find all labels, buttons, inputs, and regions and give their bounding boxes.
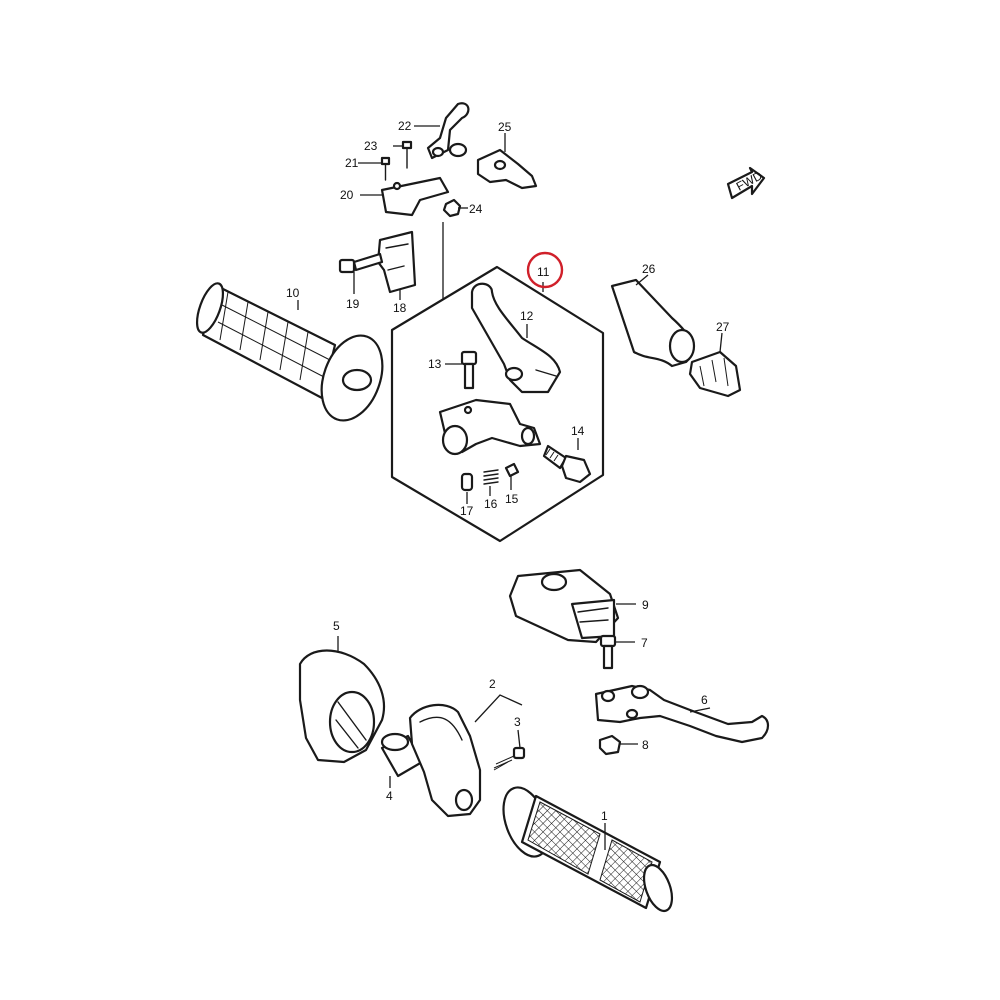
callout-18: 18 (393, 301, 407, 315)
throttle-housing-part-9 (508, 568, 620, 644)
callout-23: 23 (364, 139, 378, 153)
pin-part-17 (460, 472, 474, 492)
callout-12: 12 (520, 309, 534, 323)
callout-11: 11 (537, 265, 550, 279)
callout-5: 5 (333, 619, 340, 633)
callout-15: 15 (505, 492, 519, 506)
lever-cover-part-26 (610, 278, 696, 368)
callout-17: 17 (460, 504, 474, 518)
leader-lines (297, 125, 723, 850)
lever-assembly-outline (390, 265, 605, 543)
nut-part-24 (442, 198, 462, 218)
throttle-cover-part-5 (298, 649, 386, 764)
clamp-part-20 (380, 176, 450, 217)
callout-3: 3 (514, 715, 521, 729)
bolt-part-23 (401, 140, 413, 169)
adjuster-nut-part-27 (688, 350, 742, 398)
screw-part-3 (493, 746, 526, 771)
callout-24: 24 (469, 202, 483, 216)
callout-labels: 1 2 3 4 5 6 7 8 9 10 11 12 13 14 15 16 1… (286, 119, 730, 823)
callout-2: 2 (489, 677, 496, 691)
throttle-pulley-part-2 (408, 703, 482, 818)
lever-bracket (438, 398, 542, 456)
callout-16: 16 (484, 497, 498, 511)
switch-holder-part-25 (476, 148, 538, 190)
callout-21: 21 (345, 156, 359, 170)
decompression-lever-part-22 (426, 102, 470, 160)
highlight-circle (526, 251, 564, 289)
callout-8: 8 (642, 738, 649, 752)
callout-22: 22 (398, 119, 412, 133)
nut-part-8 (598, 734, 622, 756)
callout-20: 20 (340, 188, 354, 202)
callout-25: 25 (498, 120, 512, 134)
left-grip-part-10 (195, 282, 384, 422)
brake-lever-part-6 (594, 684, 770, 744)
pivot-bolt-part-13 (460, 350, 478, 390)
fwd-arrow-icon: FWD (726, 166, 766, 200)
callout-19: 19 (346, 297, 360, 311)
bolt-part-7 (599, 634, 617, 670)
callout-1: 1 (601, 809, 608, 823)
bolt-part-19 (338, 252, 384, 274)
callout-14: 14 (571, 424, 585, 438)
right-grip-part-1 (502, 786, 674, 913)
callout-7: 7 (641, 636, 648, 650)
bolt-part-21 (380, 156, 391, 181)
clutch-lever-part-12 (470, 282, 562, 394)
callout-13: 13 (428, 357, 442, 371)
callout-9: 9 (642, 598, 649, 612)
cap-part-15 (504, 462, 520, 478)
callout-4: 4 (386, 789, 393, 803)
callout-10: 10 (286, 286, 300, 300)
spring-part-16 (483, 469, 499, 485)
callout-26: 26 (642, 262, 656, 276)
fwd-label: FWD (734, 168, 765, 193)
bracket-part-18 (376, 230, 417, 294)
callout-27: 27 (716, 320, 730, 334)
cable-adjuster-part-14 (542, 444, 592, 484)
callout-6: 6 (701, 693, 708, 707)
